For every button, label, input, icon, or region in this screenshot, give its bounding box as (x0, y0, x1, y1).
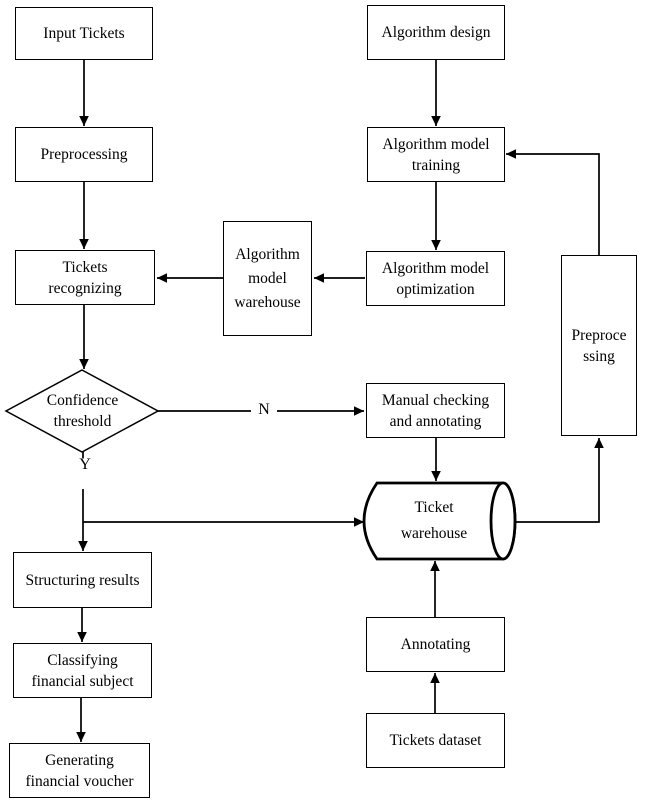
node-ticket-warehouse: Ticket warehouse (377, 492, 491, 550)
node-preprocessing-feedback-label: Preproce ssing (571, 326, 627, 365)
node-generating-financial-voucher-label: Generating financial voucher (25, 751, 134, 790)
ticket-warehouse-cylinder-cap (489, 481, 517, 561)
node-tickets-dataset-label: Tickets dataset (389, 732, 482, 749)
node-preprocessing-label: Preprocessing (40, 146, 128, 163)
node-confidence-threshold: Confidence threshold (10, 380, 155, 442)
arrow-feedback-to-training (506, 149, 600, 255)
node-generating-financial-voucher: Generating financial voucher (9, 743, 150, 798)
node-manual-checking-label: Manual checking and annotating (381, 391, 490, 430)
node-classifying-financial-subject-label: Classifying financial subject (31, 651, 134, 690)
node-algorithm-model-optimization-label: Algorithm model optimization (381, 259, 490, 298)
edge-label-yes: Y (79, 456, 91, 473)
node-confidence-threshold-label: Confidence threshold (46, 392, 119, 430)
confidence-threshold-diamond (4, 369, 160, 453)
node-algorithm-model-training: Algorithm model training (367, 127, 505, 182)
node-algorithm-design-label: Algorithm design (381, 24, 491, 41)
arrow-warehouse-to-preprocessing-feedback (515, 438, 604, 523)
node-input-tickets-label: Input Tickets (43, 25, 125, 42)
node-input-tickets: Input Tickets (15, 7, 153, 60)
node-algorithm-model-warehouse-label: Algorithm model warehouse (234, 245, 301, 311)
node-algorithm-design: Algorithm design (367, 5, 505, 60)
node-classifying-financial-subject: Classifying financial subject (13, 643, 152, 698)
node-preprocessing: Preprocessing (15, 127, 153, 182)
node-algorithm-model-training-label: Algorithm model training (382, 135, 490, 174)
node-annotating-label: Annotating (400, 636, 471, 653)
node-algorithm-model-optimization: Algorithm model optimization (366, 251, 505, 306)
node-preprocessing-feedback: Preproce ssing (561, 255, 637, 436)
edge-label-no: N (251, 401, 277, 419)
node-algorithm-model-warehouse: Algorithm model warehouse (223, 221, 312, 336)
node-structuring-results-label: Structuring results (25, 571, 140, 589)
node-tickets-recognizing: Tickets recognizing (15, 250, 155, 305)
node-manual-checking: Manual checking and annotating (366, 383, 505, 438)
node-structuring-results: Structuring results (13, 552, 152, 608)
node-annotating: Annotating (366, 617, 505, 672)
node-ticket-warehouse-label: Ticket warehouse (400, 499, 468, 542)
node-tickets-recognizing-label: Tickets recognizing (48, 258, 122, 297)
node-tickets-dataset: Tickets dataset (366, 713, 505, 768)
